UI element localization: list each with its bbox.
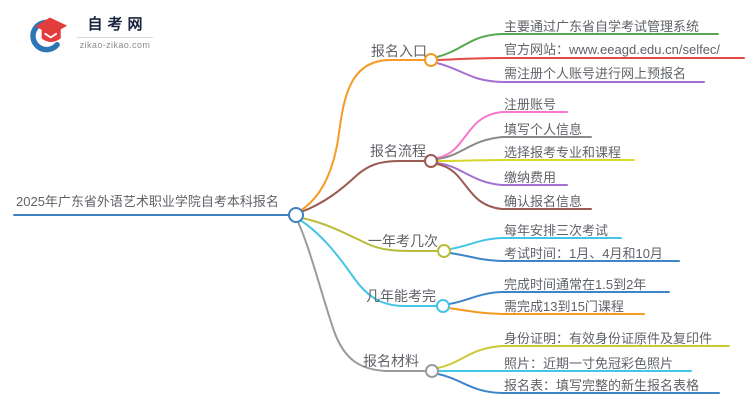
root-label: 2025年广东省外语艺术职业学院自考本科报名 (16, 194, 279, 209)
branch-4-line (299, 219, 438, 307)
leaf-1-3-line (436, 62, 705, 83)
branch-3-line (301, 217, 439, 252)
branch-5-line (297, 221, 427, 372)
leaf-2-3-line (436, 159, 635, 162)
branch-4-circle (436, 299, 450, 313)
leaf-1-2-label: 官方网站：www.eeagd.edu.cn/selfec/ (504, 42, 721, 57)
branch-3-circle (437, 244, 451, 258)
leaf-3-1-label: 每年安排三次考试 (504, 223, 609, 238)
leaf-5-1-label: 身份证明：有效身份证原件及复印件 (504, 331, 713, 346)
leaf-2-1-label: 注册账号 (504, 97, 557, 112)
leaf-2-5-line (436, 163, 592, 210)
leaf-5-3-label: 报名表：填写完整的新生报名表格 (504, 378, 700, 393)
branch-4-label: 几年能考完 (366, 288, 436, 304)
leaf-2-1-line (436, 111, 568, 159)
leaf-2-5-label: 确认报名信息 (504, 194, 583, 209)
branch-2-circle (424, 154, 438, 168)
branch-3-label: 一年考几次 (368, 233, 438, 249)
logo-graduation-cap-icon (30, 17, 68, 53)
leaf-1-1-line (436, 33, 719, 58)
logo-domain: zikao-zikao.com (79, 39, 151, 50)
leaf-2-3-label: 选择报考专业和课程 (504, 145, 622, 160)
logo-title: 自考网 (87, 15, 148, 33)
branch-2-label: 报名流程 (370, 143, 426, 159)
leaf-4-1-line (448, 291, 670, 305)
branch-5-label: 报名材料 (363, 353, 419, 369)
logo-text-block: 自考网 zikao-zikao.com (77, 15, 153, 50)
leaf-4-2-label: 需完成13到15门课程 (504, 299, 624, 314)
branch-1-label: 报名入口 (371, 43, 427, 59)
leaf-4-1-label: 完成时间通常在1.5到2年 (504, 277, 647, 292)
site-logo[interactable]: 自考网 zikao-zikao.com (28, 10, 153, 54)
branch-1-line (299, 59, 426, 212)
leaf-5-1-line (437, 345, 730, 369)
leaf-2-2-label: 填写个人信息 (504, 122, 583, 137)
branch-1-circle (424, 53, 438, 67)
branch-5-circle (425, 364, 439, 378)
root-node-circle (288, 207, 304, 223)
logo-divider (77, 36, 153, 38)
branch-2-line (300, 160, 426, 213)
leaf-3-2-label: 考试时间：1月、4月和10月 (504, 246, 663, 261)
leaf-1-3-label: 需注册个人账号进行网上预报名 (504, 66, 687, 81)
leaf-5-2-label: 照片：近期一寸免冠彩色照片 (504, 356, 674, 371)
leaf-1-1-label: 主要通过广东省自学考试管理系统 (504, 19, 700, 34)
leaf-1-2-line (436, 57, 745, 61)
leaf-5-3-line (437, 373, 720, 394)
leaf-2-2-line (436, 136, 592, 160)
leaf-2-4-line (436, 162, 568, 186)
leaf-3-2-line (449, 252, 680, 262)
leaf-4-2-line (448, 307, 645, 315)
leaf-3-1-line (449, 237, 622, 250)
leaf-2-4-label: 缴纳费用 (504, 170, 557, 185)
